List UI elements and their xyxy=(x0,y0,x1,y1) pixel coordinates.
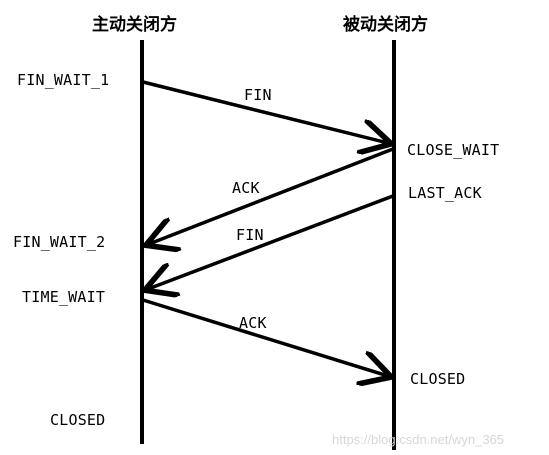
active-closer-header: 主动关闭方 xyxy=(92,15,177,35)
state-fin-wait-2: FIN_WAIT_2 xyxy=(13,233,106,251)
ack-arrow-2 xyxy=(142,298,388,376)
passive-closer-header: 被动关闭方 xyxy=(343,15,428,35)
ack-arrow-1 xyxy=(149,147,394,244)
state-fin-wait-1: FIN_WAIT_1 xyxy=(17,71,110,89)
message-label-ack-1: ACK xyxy=(232,179,260,197)
state-time-wait: TIME_WAIT xyxy=(22,288,106,306)
state-last-ack: LAST_ACK xyxy=(408,184,482,202)
state-closed-passive: CLOSED xyxy=(410,370,466,388)
message-label-fin-1: FIN xyxy=(244,86,272,104)
fin-arrow-1 xyxy=(142,80,388,143)
state-close-wait: CLOSE_WAIT xyxy=(407,141,500,159)
message-label-fin-2: FIN xyxy=(236,226,264,244)
watermark: https://blog.csdn.net/wyn_365 xyxy=(332,432,505,447)
fin-arrow-2 xyxy=(148,194,394,289)
message-label-ack-2: ACK xyxy=(239,314,267,332)
state-closed-active: CLOSED xyxy=(50,411,106,429)
